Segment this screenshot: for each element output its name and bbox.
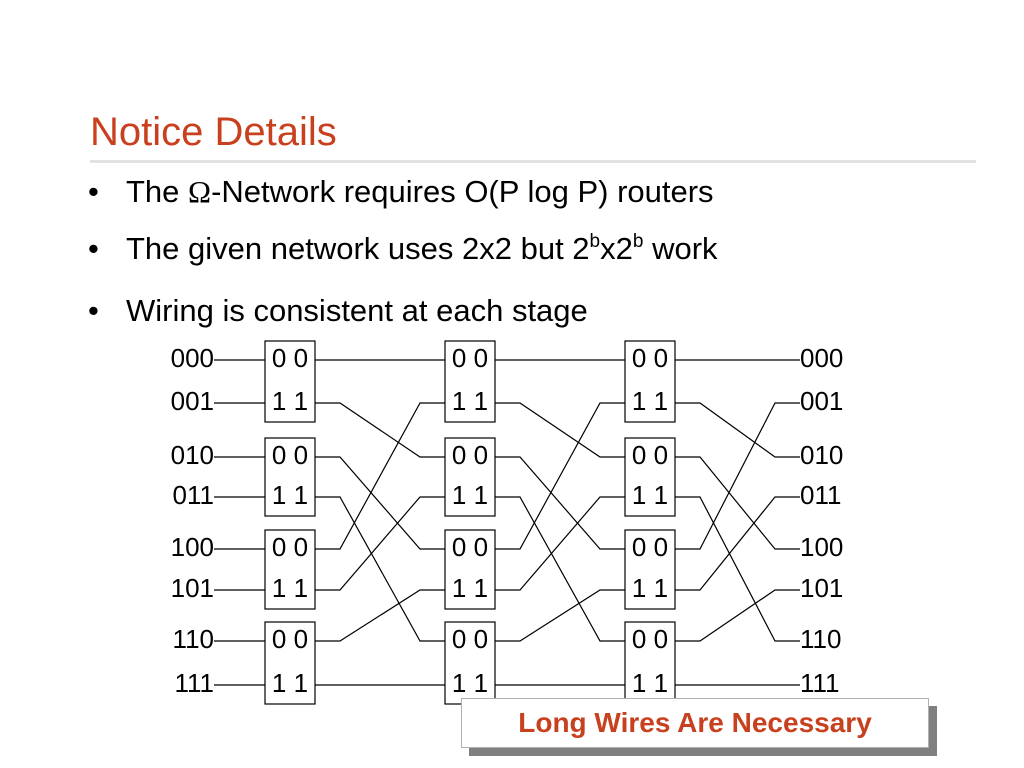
- shuffle-wire: [315, 402, 445, 458]
- shuffle-wire: [675, 496, 800, 642]
- shuffle-wire: [495, 589, 625, 642]
- switch-port-label-top: 0 0: [452, 440, 488, 470]
- bullet-list: The Ω-Network requires O(P log P) router…: [88, 172, 718, 348]
- switch-port-label-top: 0 0: [452, 624, 488, 654]
- shuffle-wire: [495, 456, 625, 550]
- shuffle-wire: [495, 496, 625, 591]
- bullet-wiring: Wiring is consistent at each stage: [88, 291, 718, 331]
- output-address-label: 100: [800, 532, 843, 562]
- bullet-routers: The Ω-Network requires O(P log P) router…: [88, 172, 718, 212]
- switch-port-label-bottom: 1 1: [632, 386, 668, 416]
- input-address-label: 010: [171, 440, 214, 470]
- long-wires-callout: Long Wires Are Necessary: [461, 698, 929, 748]
- switch-box: [624, 529, 676, 610]
- output-address-label: 011: [800, 480, 841, 510]
- bullet-routers-pre: The: [126, 174, 189, 209]
- input-address-label: 100: [171, 532, 214, 562]
- shuffle-wire: [495, 496, 625, 642]
- input-address-label: 011: [173, 480, 214, 510]
- switch-port-label-bottom: 1 1: [452, 386, 488, 416]
- bullet-routers-post: -Network requires O(P log P) routers: [211, 174, 714, 209]
- shuffle-wire: [495, 402, 625, 458]
- switch-box: [624, 621, 676, 705]
- switch-port-label-top: 0 0: [272, 440, 308, 470]
- switch-box: [444, 529, 496, 610]
- input-address-label: 111: [174, 668, 214, 698]
- switch-port-label-bottom: 1 1: [632, 668, 668, 698]
- output-address-label: 000: [800, 343, 843, 373]
- shuffle-wire: [675, 589, 800, 642]
- output-address-label: 010: [800, 440, 843, 470]
- switch-port-label-top: 0 0: [272, 343, 308, 373]
- switch-port-label-bottom: 1 1: [272, 480, 308, 510]
- output-address-label: 001: [800, 386, 843, 416]
- switch-box: [264, 340, 316, 423]
- switch-box: [444, 437, 496, 517]
- input-address-label: 110: [173, 624, 214, 654]
- input-address-label: 101: [171, 573, 214, 603]
- bullet-switch-post: work: [643, 231, 718, 266]
- shuffle-wire: [675, 456, 800, 550]
- switch-port-label-bottom: 1 1: [452, 573, 488, 603]
- switch-box: [264, 621, 316, 705]
- shuffle-wire: [315, 456, 445, 550]
- bullet-switch-pre: The given network uses 2x2 but 2: [126, 231, 590, 266]
- switch-port-label-top: 0 0: [272, 624, 308, 654]
- output-address-label: 101: [800, 573, 843, 603]
- switch-box: [444, 340, 496, 423]
- switch-box: [624, 437, 676, 517]
- input-address-label: 000: [171, 343, 214, 373]
- switch-port-label-bottom: 1 1: [272, 386, 308, 416]
- input-address-label: 001: [171, 386, 214, 416]
- switch-port-label-top: 0 0: [452, 343, 488, 373]
- bullet-switch-mid: x2: [600, 231, 633, 266]
- switch-port-label-bottom: 1 1: [272, 668, 308, 698]
- superscript-b-1: b: [589, 231, 601, 252]
- switch-port-label-top: 0 0: [632, 532, 668, 562]
- switch-port-label-top: 0 0: [452, 532, 488, 562]
- switch-port-label-bottom: 1 1: [632, 480, 668, 510]
- shuffle-wire: [675, 496, 800, 591]
- title-divider: [90, 160, 976, 163]
- shuffle-wire: [315, 589, 445, 642]
- switch-port-label-bottom: 1 1: [632, 573, 668, 603]
- shuffle-wire: [675, 402, 800, 458]
- output-address-label: 111: [800, 668, 840, 698]
- shuffle-wire: [315, 496, 445, 642]
- shuffle-wire: [315, 402, 445, 550]
- superscript-b-2: b: [632, 231, 644, 252]
- bullet-switch-size: The given network uses 2x2 but 2bx2b wor…: [88, 229, 718, 274]
- omega-symbol: Ω: [188, 174, 212, 209]
- shuffle-wire: [315, 496, 445, 591]
- output-address-label: 110: [800, 624, 841, 654]
- switch-box: [264, 529, 316, 610]
- switch-box: [444, 621, 496, 705]
- switch-port-label-top: 0 0: [632, 343, 668, 373]
- switch-port-label-bottom: 1 1: [452, 480, 488, 510]
- switch-port-label-top: 0 0: [272, 532, 308, 562]
- switch-box: [624, 340, 676, 423]
- switch-port-label-top: 0 0: [632, 440, 668, 470]
- shuffle-wire: [495, 402, 625, 550]
- slide-title: Notice Details: [90, 110, 337, 154]
- shuffle-wire: [675, 402, 800, 550]
- switch-port-label-bottom: 1 1: [452, 668, 488, 698]
- switch-port-label-bottom: 1 1: [272, 573, 308, 603]
- switch-box: [264, 437, 316, 517]
- switch-port-label-top: 0 0: [632, 624, 668, 654]
- bullet-wiring-text: Wiring is consistent at each stage: [126, 293, 588, 328]
